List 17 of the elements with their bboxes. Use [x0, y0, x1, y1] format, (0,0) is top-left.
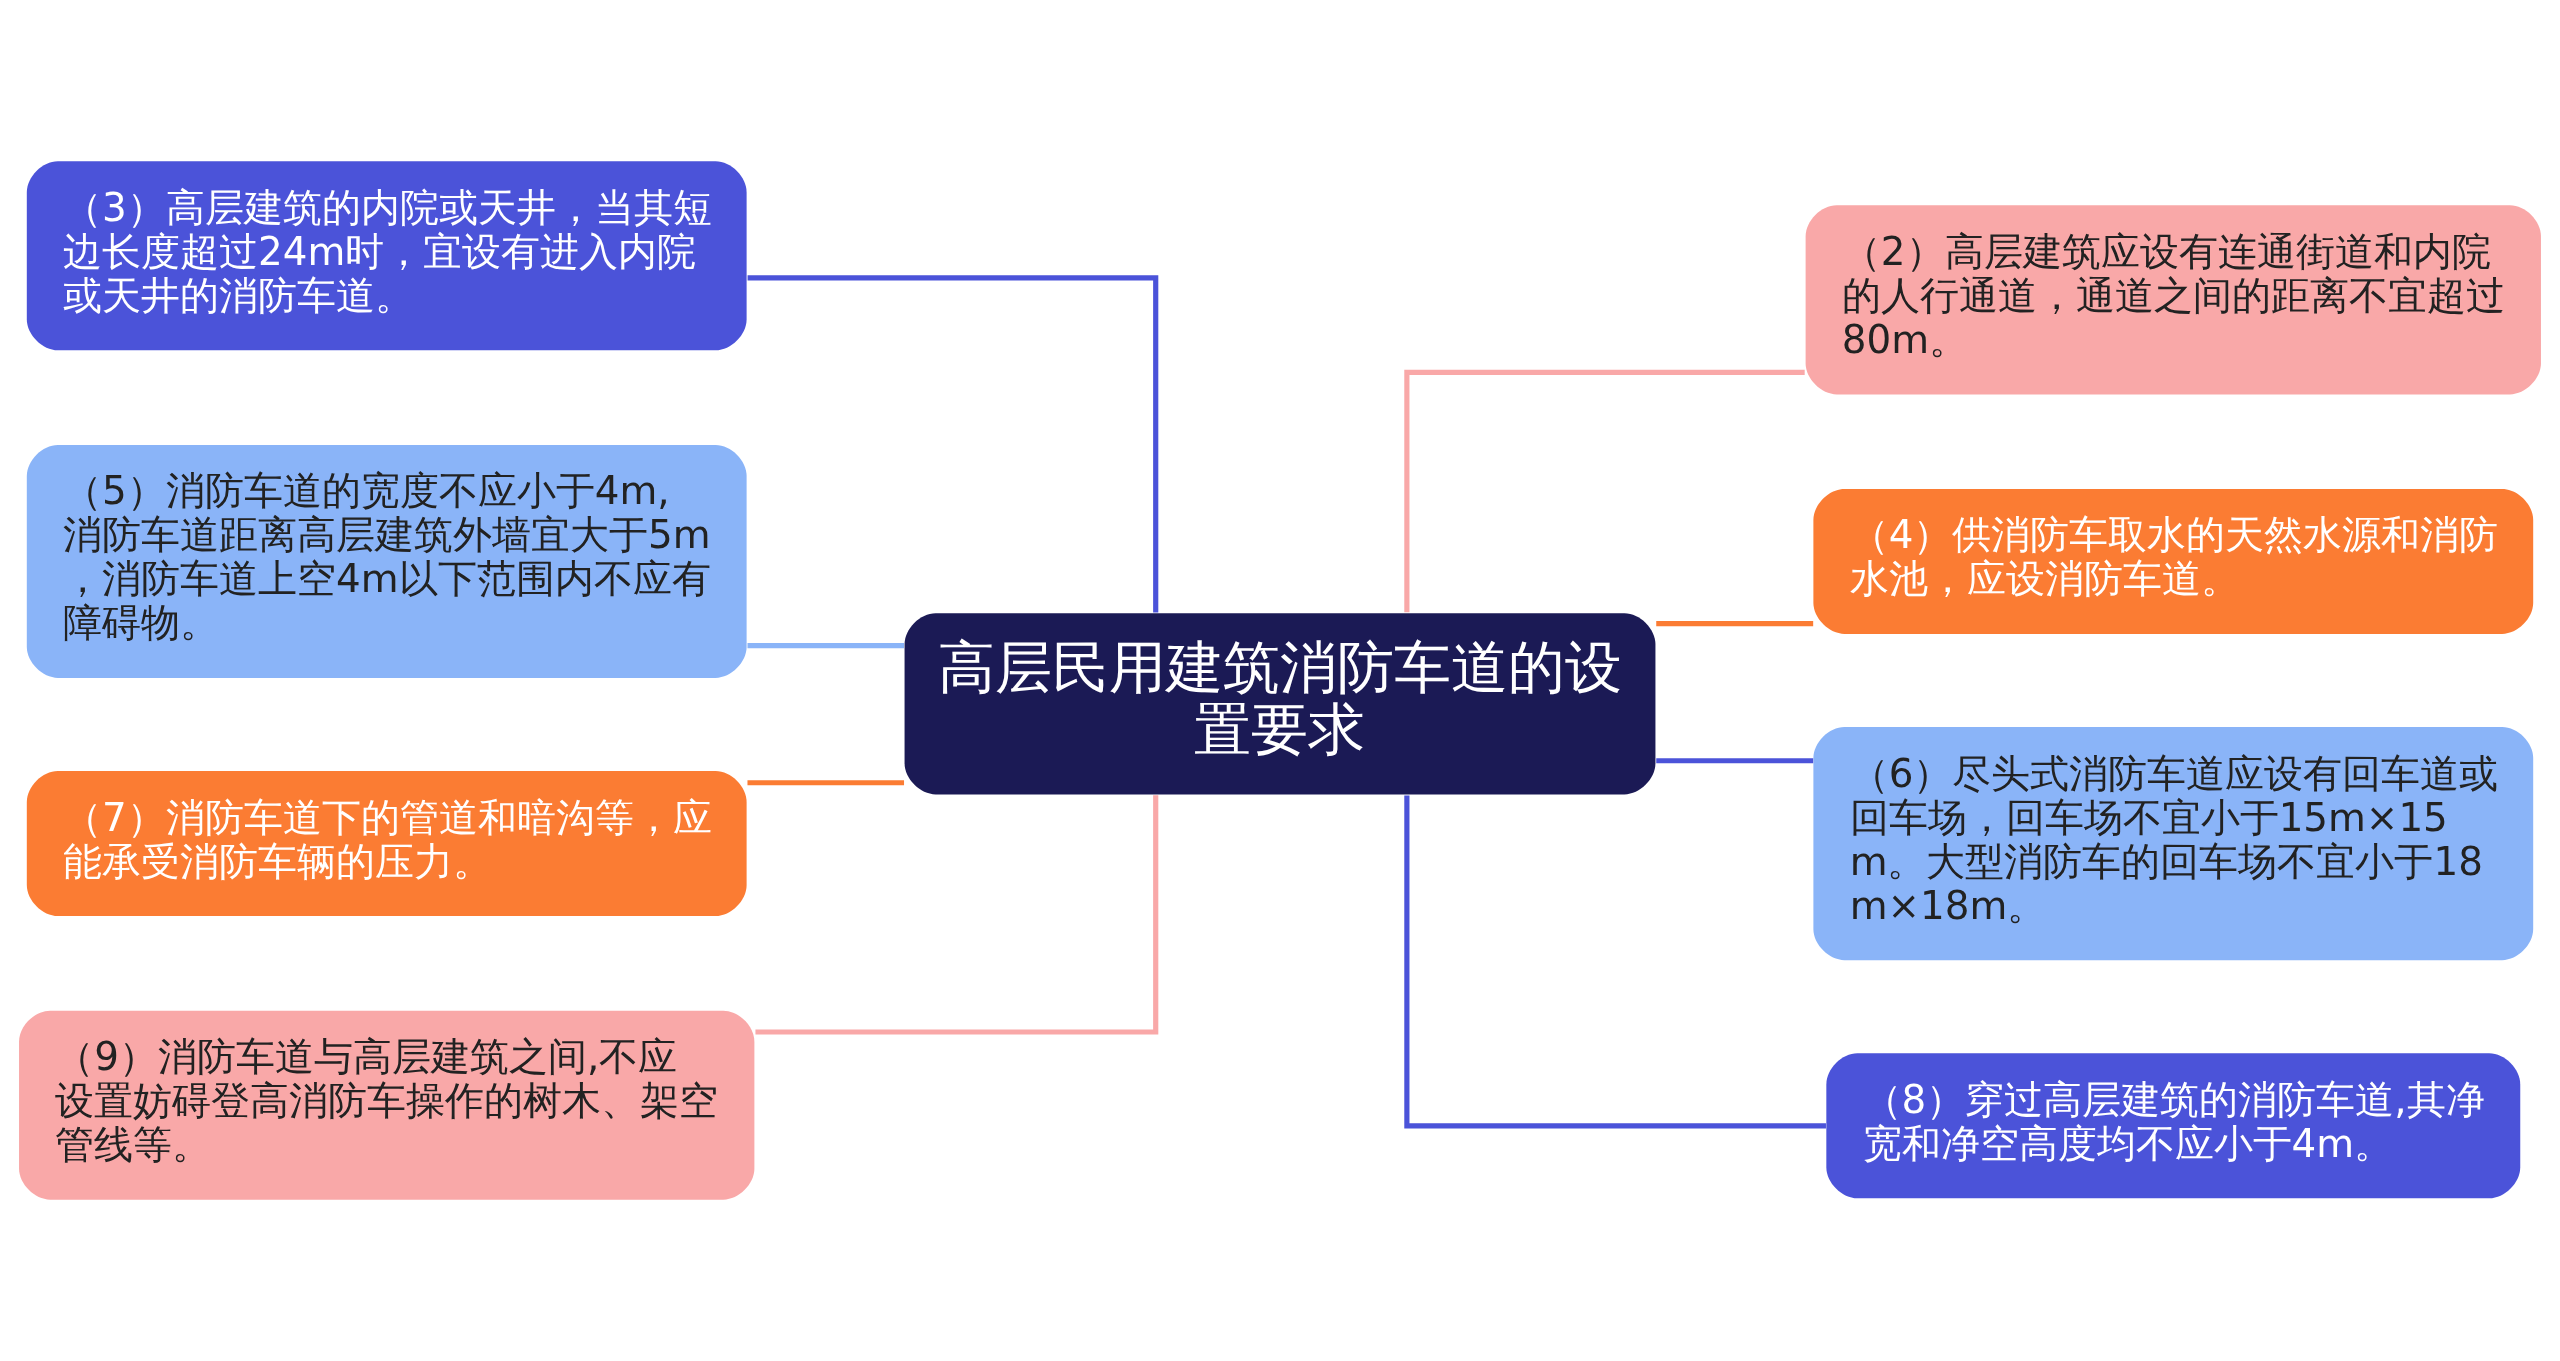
- node-box: （3）高层建筑的内院或天井，当其短边长度超过24m时，宜设有进入内院或天井的消防车道。: [26, 161, 747, 351]
- connector: [1656, 758, 1814, 764]
- node-box: （8）穿过高层建筑的消防车道,其净宽和净空高度均不应小于4m。: [1826, 1053, 2521, 1199]
- connector: [747, 780, 905, 786]
- connector: [755, 795, 1159, 1035]
- connector: [1404, 369, 1805, 613]
- node-box: （6）尽头式消防车道应设有回车道或回车场，回车场不宜小于15m×15m。大型消防车的回车场不宜小于18m×18m。: [1813, 727, 2534, 961]
- node-box: （4）供消防车取水的天然水源和消防水池，应设消防车道。: [1813, 488, 2534, 634]
- connector: [1656, 620, 1814, 627]
- node-box: （5）消防车道的宽度不应小于4m,消防车道距离高层建筑外墙宜大于5m，消防车道上空4m以下范围内不应有障碍物。: [26, 444, 747, 678]
- node-box: 高层民用建筑消防车道的设置要求: [904, 613, 1656, 795]
- connector: [747, 642, 905, 649]
- node-box: （2）高层建筑应设有连通街道和内院的人行通道，通道之间的距离不宜超过80m。: [1805, 205, 2541, 395]
- node-box: （9）消防车道与高层建筑之间,不应设置妨碍登高消防车操作的树木、架空管线等。: [19, 1010, 755, 1200]
- connector: [1404, 795, 1826, 1129]
- connector: [747, 275, 1159, 613]
- node-box: （7）消防车道下的管道和暗沟等，应能承受消防车辆的压力。: [26, 771, 747, 917]
